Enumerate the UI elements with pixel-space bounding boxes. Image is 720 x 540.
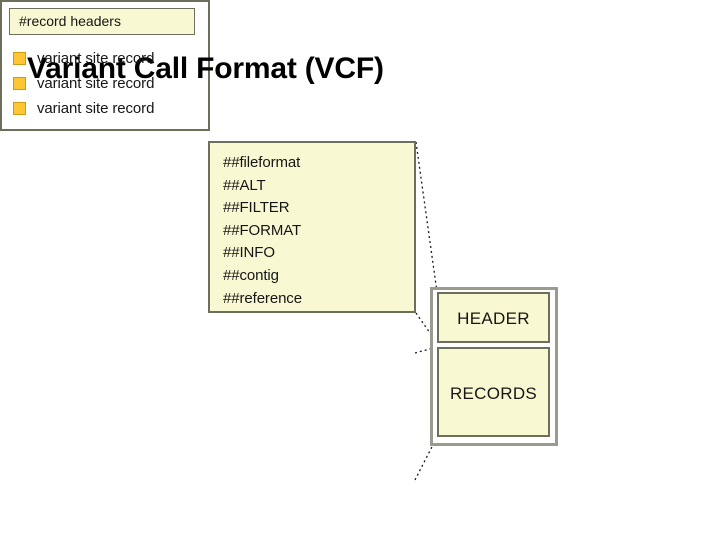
header-meta-line-filter: ##FILTER	[223, 199, 290, 217]
variant-record-label: variant site record	[37, 100, 155, 117]
header-meta-line-info: ##INFO	[223, 244, 275, 262]
header-meta-line-contig: ##contig	[223, 266, 279, 284]
header-meta-line-reference: ##reference	[223, 289, 302, 307]
header-detail-panel: ##fileformat ##ALT ##FILTER ##FORMAT ##I…	[208, 141, 416, 313]
vcf-header-block: HEADER	[437, 292, 550, 343]
record-headers-label: #record headers	[19, 13, 121, 29]
page-title: Variant Call Format (VCF)	[27, 52, 384, 85]
vcf-header-block-label: HEADER	[457, 309, 530, 328]
vcf-records-block: RECORDS	[437, 347, 550, 437]
variant-record-swatch-icon	[13, 77, 26, 90]
connector-header-top	[415, 141, 438, 293]
header-meta-line-alt: ##ALT	[223, 176, 266, 194]
variant-record-label: variant site record	[37, 75, 155, 92]
variant-record-label: variant site record	[37, 50, 155, 67]
header-meta-line-fileformat: ##fileformat	[223, 154, 301, 171]
variant-record-swatch-icon	[13, 52, 26, 65]
list-item: variant site record	[13, 71, 716, 96]
header-meta-line-format: ##FORMAT	[223, 221, 302, 239]
list-item: variant site record	[13, 96, 716, 121]
record-headers-box: #record headers	[9, 8, 195, 35]
list-item: variant site record	[13, 46, 716, 71]
records-detail-panel: #record headers variant site record vari…	[0, 0, 210, 131]
variant-record-list: variant site record variant site record …	[13, 46, 716, 121]
variant-record-swatch-icon	[13, 102, 26, 115]
header-meta-list: ##fileformat ##ALT ##FILTER ##FORMAT ##I…	[223, 152, 410, 310]
vcf-records-block-label: RECORDS	[449, 384, 538, 403]
